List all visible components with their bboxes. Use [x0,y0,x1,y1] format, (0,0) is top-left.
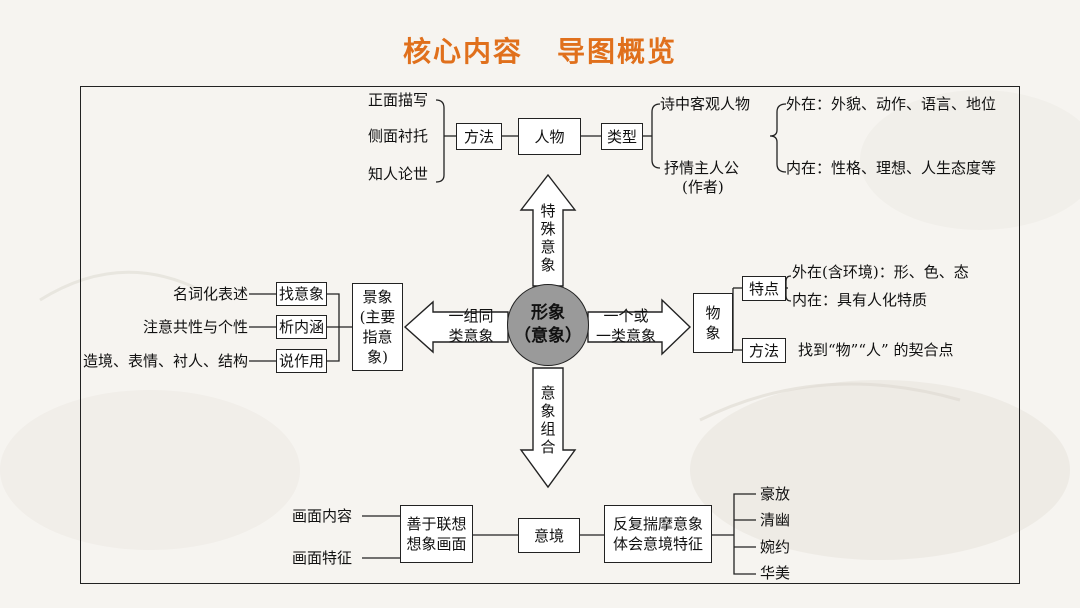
method-item-side: 侧面衬托 [368,127,429,145]
top-method-box: 方法 [456,123,502,150]
scene-line3: 指意 [362,328,393,346]
left-arrow-label: 一组同 类意象 [436,306,506,346]
center-sublabel: （意象） [514,326,582,346]
imagine-line1: 善于联想 [406,515,467,533]
center-node-image: 形象 （意象） [507,284,589,366]
bottom-item-feature: 画面特征 [292,549,353,567]
right-method-box: 方法 [742,338,786,363]
scene-line4: 象) [367,348,388,366]
find-image-box: 找意象 [276,282,327,306]
method-item-context: 知人论世 [368,165,429,183]
reflect-line2: 体会意境特征 [612,535,703,553]
style-ornate: 华美 [760,564,791,582]
imagine-line2: 想象画面 [406,535,467,553]
explain-function-box: 说作用 [276,349,327,373]
reflect-line1: 反复揣摩意象 [612,515,703,533]
right-arrow-label: 一个或 一类意象 [590,306,662,346]
right-method-text: 找到“物”“人” 的契合点 [798,341,954,359]
person-box: 人物 [518,118,581,155]
type-lyric-sub: (作者) [682,178,724,196]
bottom-item-content: 画面内容 [292,507,353,525]
scene-line2: (主要 [359,308,396,326]
object-line2: 象 [705,324,721,342]
feature-outer: 外在(含环境)：形、色、态 [792,263,969,281]
left-arrow-label-line2: 类意象 [448,327,494,345]
type-lyric: 抒情主人公 [664,159,740,177]
feature-inner: 内在：具有人化特质 [792,291,928,309]
title-right: 导图概览 [557,35,678,68]
right-arrow-label-line2: 一类意象 [595,327,656,345]
aspect-inner: 内在：性格、理想、人生态度等 [786,159,997,177]
reflect-box: 反复揣摩意象 体会意境特征 [604,505,712,563]
style-graceful: 婉约 [760,538,791,556]
type-box: 类型 [601,123,643,150]
feature-box: 特点 [742,276,786,301]
aspect-outer: 外在：外貌、动作、语言、地位 [786,95,997,113]
page-title: 核心内容 导图概览 [0,30,1080,70]
style-bold: 豪放 [760,485,791,503]
method-item-front: 正面描写 [368,91,429,109]
left-item-functions: 造境、表情、衬人、结构 [82,352,248,370]
realm-box: 意境 [518,518,580,553]
title-left: 核心内容 [402,35,523,68]
left-item-nominal: 名词化表述 [172,285,248,303]
object-box: 物 象 [693,293,733,353]
left-item-commonality: 注意共性与个性 [142,318,248,336]
style-serene: 清幽 [760,511,791,529]
type-objective: 诗中客观人物 [660,95,751,113]
down-arrow-label: 意象组合 [540,384,556,456]
right-arrow-label-line1: 一个或 [603,307,649,325]
object-line1: 物 [705,304,721,322]
imagine-box: 善于联想 想象画面 [400,505,473,563]
scene-box: 景象 (主要 指意 象) [352,283,403,371]
scene-line1: 景象 [362,288,393,306]
up-arrow-label: 特殊意象 [540,202,556,274]
left-arrow-label-line1: 一组同 [448,307,494,325]
diagram-frame [80,86,1020,584]
analyze-meaning-box: 析内涵 [276,315,327,339]
center-label: 形象 [531,303,565,323]
